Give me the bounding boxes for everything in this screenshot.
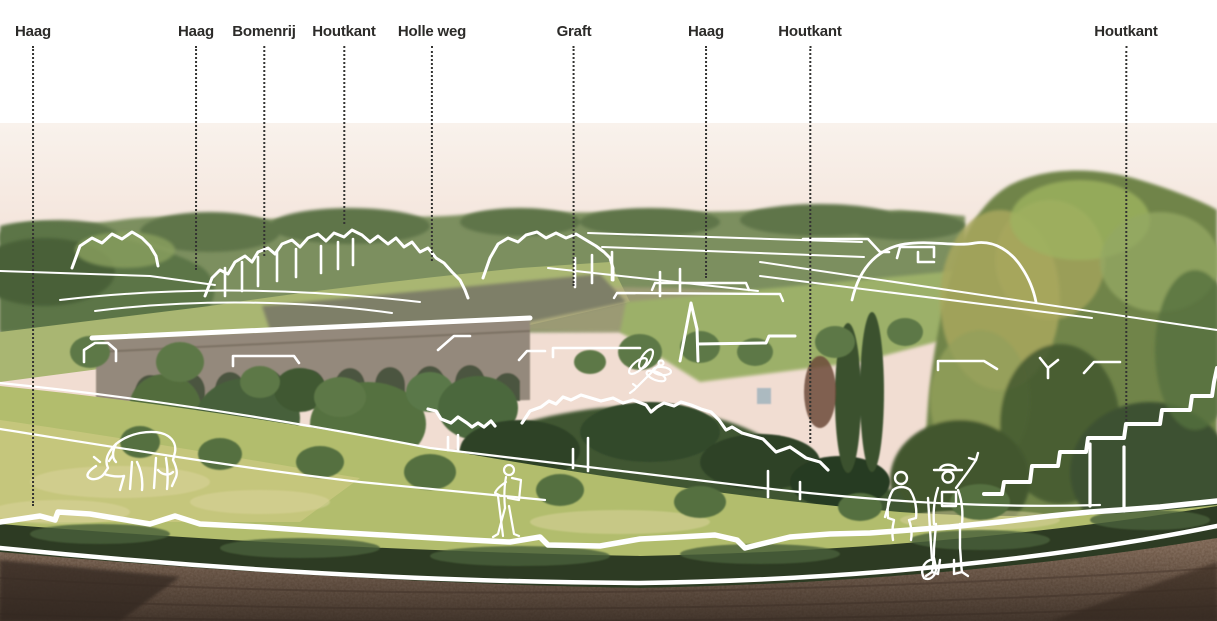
leader-line [704,46,707,278]
cow-line-drawing [86,430,178,492]
meadow-bushes [120,426,1010,521]
walker-line-drawing [883,470,918,542]
church-spire-outline [678,301,797,363]
annotation-label: Haag [178,23,214,40]
annotation-graft: Graft [557,24,592,286]
annotation-haag-2: Haag [178,24,214,270]
annotation-haag-3: Haag [688,24,724,278]
scattered-trees [70,318,923,417]
viaduct-top-line [89,315,533,341]
annotation-houtkant-2: Houtkant [778,23,842,443]
leader-line [573,46,575,286]
blue-spot [757,388,771,404]
farmer-line-drawing [921,451,980,581]
tree-crown-outlines [70,228,1038,472]
annotation-label: Houtkant [778,23,842,40]
leader-line [431,46,433,261]
annotation-houtkant-3: Houtkant [1094,23,1158,421]
hedge-boundary-lines [0,498,1217,586]
hiker-line-drawing [491,463,523,539]
annotation-label: Haag [15,23,51,40]
distant-tree-clumps [0,204,965,256]
annotation-holle-weg: Holle weg [398,24,466,261]
annotation-label: Houtkant [312,23,376,40]
annotation-haag-1: Haag [15,24,51,506]
annotation-label: Houtkant [1094,23,1158,40]
annotation-label: Bomenrij [232,23,296,40]
leader-line [809,46,811,443]
stepped-contour-line [982,366,1217,496]
holle-weg-lines [0,270,421,314]
annotation-bomenrij: Bomenrij [232,23,296,256]
leader-line [1125,46,1127,421]
annotation-label: Holle weg [397,23,467,40]
leader-line [343,46,345,224]
terrace-lines [547,232,1217,331]
annotation-houtkant-1: Houtkant [312,23,376,224]
dragonfly-line-drawing [627,348,673,395]
leader-line [194,46,197,270]
annotation-label: Graft [556,23,592,40]
leader-line [31,46,34,506]
annotation-label: Haag [688,23,724,40]
leader-line [262,46,265,256]
trunk-ticks [223,237,1126,513]
white-line-overlay [0,228,1217,586]
hedge-highlights [30,510,1210,566]
field-contour-lines [0,381,1102,507]
graft-terrace-lines [612,281,785,303]
